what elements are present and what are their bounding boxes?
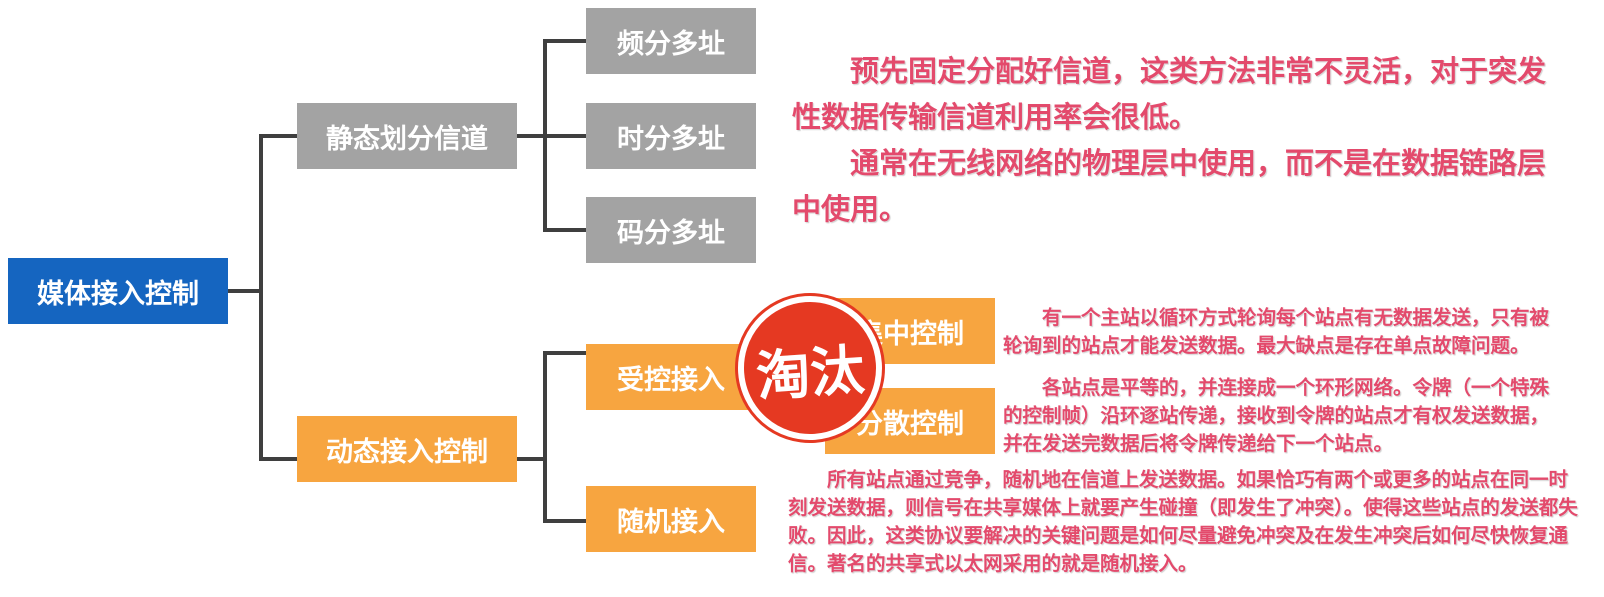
static-note-paragraph-2: 通常在无线网络的物理层中使用，而不是在数据链路层中使用。 [792, 146, 1547, 226]
fdma-node: 频分多址 [586, 8, 756, 74]
connector-to-cdma [543, 228, 586, 232]
connector-root-out [227, 289, 263, 293]
connector-to-fdma [543, 39, 586, 43]
cdma-node: 码分多址 [586, 197, 756, 263]
random-access-node: 随机接入 [586, 486, 756, 552]
connector-to-dynamic [259, 457, 297, 461]
connector-to-controlled [543, 351, 586, 355]
connector-to-random [543, 519, 586, 523]
connector-dynamic-trunk [543, 351, 547, 523]
connector-to-tdma [543, 134, 586, 138]
connector-static-out [517, 134, 547, 138]
connector-dynamic-out [517, 457, 547, 461]
static-partition-node: 静态划分信道 [297, 103, 517, 169]
tdma-node: 时分多址 [586, 103, 756, 169]
static-note-paragraph-1: 预先固定分配好信道，这类方法非常不灵活，对于突发性数据传输信道利用率会很低。 [792, 54, 1547, 134]
controlled-access-node: 受控接入 [586, 344, 756, 410]
connector-root-trunk [259, 134, 263, 461]
static-partition-note: 预先固定分配好信道，这类方法非常不灵活，对于突发性数据传输信道利用率会很低。 通… [792, 48, 1562, 232]
connector-to-static [259, 134, 297, 138]
dynamic-access-node: 动态接入控制 [297, 416, 517, 482]
distributed-control-note: 各站点是平等的，并连接成一个环形网络。令牌（一个特殊的控制帧）沿环逐站传递，接收… [1003, 376, 1550, 455]
root-node: 媒体接入控制 [8, 258, 228, 324]
random-access-note: 所有站点通过竞争，随机地在信道上发送数据。如果恰巧有两个或更多的站点在同一时刻发… [788, 468, 1578, 575]
centralized-control-note: 有一个主站以循环方式轮询每个站点有无数据发送，只有被轮询到的站点才能发送数据。最… [1003, 306, 1550, 357]
